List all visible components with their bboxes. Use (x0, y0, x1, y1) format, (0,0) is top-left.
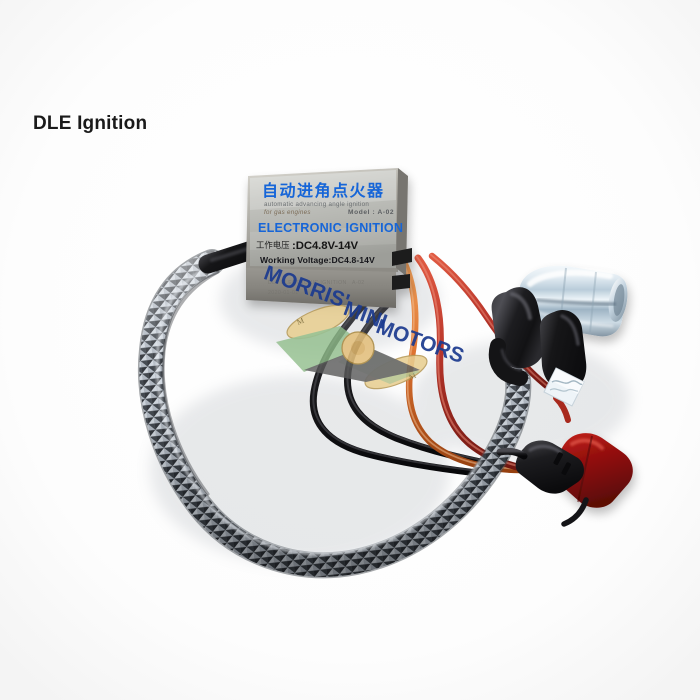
label-subtitle-2: for gas engines (264, 209, 311, 216)
ignition-module: 自动进角点火器 automatic advancing angle igniti… (246, 168, 412, 308)
label-subtitle-1: automatic advancing angle ignition (264, 201, 369, 208)
white-paper-tag (543, 367, 585, 407)
page-title: DLE Ignition (33, 113, 148, 134)
label-headline: ELECTRONIC IGNITION (258, 221, 403, 235)
label-model: Model : A-02 (348, 209, 394, 216)
black-boot-secondary (539, 309, 587, 390)
svg-text:DLE ELECTRONIC IGNITION: DLE ELECTRONIC IGNITION (268, 280, 347, 286)
braided-spark-plug-lead (137, 249, 532, 579)
connector-pigtail (496, 447, 528, 460)
svg-text:A-02: A-02 (352, 280, 365, 286)
label-chinese-title: 自动进角点火器 (262, 181, 385, 200)
svg-text:2020-01-01: 2020-01-01 (268, 290, 299, 296)
black-power-connector (515, 440, 584, 494)
label-voltage-cn-value: :DC4.8V-14V (292, 240, 359, 252)
black-rubber-boot (488, 287, 546, 386)
red-power-connector (556, 433, 633, 508)
label-voltage-cn: 工作电压 (256, 240, 290, 250)
label-voltage-en: Working Voltage:DC4.8-14V (260, 255, 375, 265)
